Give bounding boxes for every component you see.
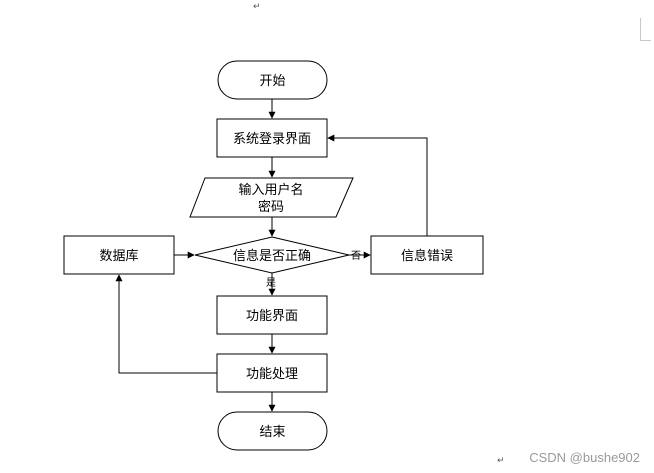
paragraph-mark-top: ↵ [253,2,261,12]
end-label: 结束 [259,425,285,440]
function-ui-label: 功能界面 [246,309,298,324]
error-label: 信息错误 [401,248,453,264]
function-ui-node: 功能界面 [216,295,328,335]
error-node: 信息错误 [370,235,484,275]
decision-label: 信息是否正确 [233,248,311,264]
edge-proc-database [115,274,217,374]
function-proc-node: 功能处理 [216,353,328,393]
watermark: CSDN @bushe902 [529,450,640,465]
decision-node: 信息是否正确 [194,236,350,274]
paragraph-mark-bottom: ↵ [497,456,505,466]
input-label-line1: 输入用户名 [238,182,303,198]
start-node: 开始 [217,60,328,100]
login-node: 系统登录界面 [216,118,328,158]
database-label: 数据库 [99,248,138,264]
edge-error-login [327,134,428,236]
page-corner-mark [640,18,651,41]
edge-label-no: 否 [351,250,361,262]
database-node: 数据库 [63,235,175,275]
input-node: 输入用户名 密码 [189,177,354,218]
start-label: 开始 [259,74,285,89]
edge-label-yes: 是 [266,277,276,289]
end-node: 结束 [217,411,328,451]
input-label-line2: 密码 [258,199,284,215]
function-proc-label: 功能处理 [246,367,298,382]
login-label: 系统登录界面 [233,132,311,147]
